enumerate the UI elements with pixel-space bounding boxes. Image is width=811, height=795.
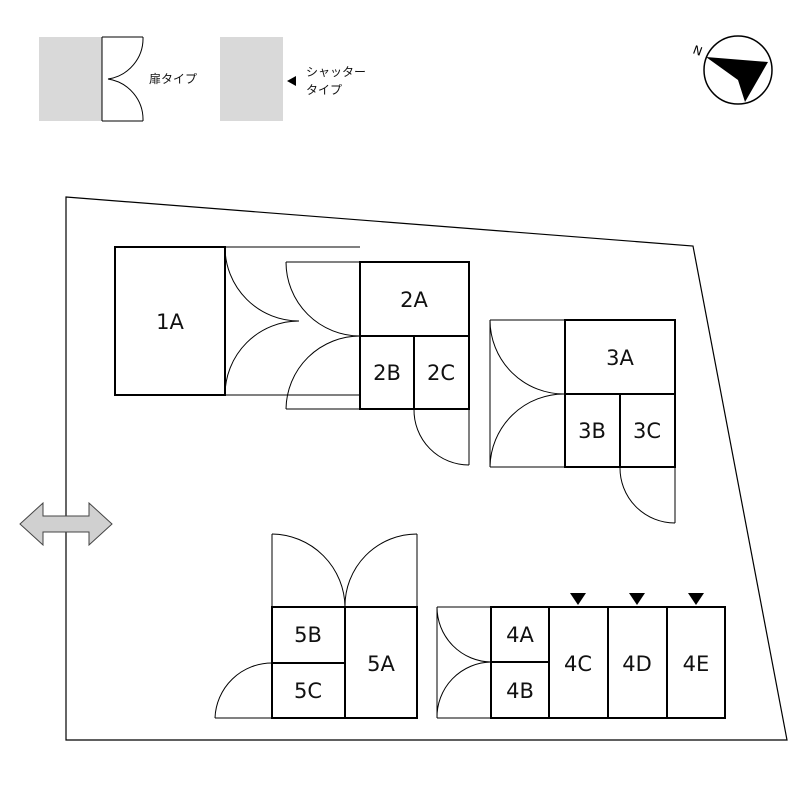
door-type-swatch bbox=[39, 37, 102, 121]
unit-4B[interactable] bbox=[490, 661, 550, 719]
unit-2A[interactable] bbox=[359, 261, 470, 337]
unit-4E[interactable] bbox=[666, 606, 726, 719]
unit-label-4E: 4E bbox=[683, 652, 710, 676]
legend: 扉タイプ シャッター タイプ bbox=[39, 36, 366, 122]
site-boundary bbox=[65, 196, 788, 741]
shutter-type-swatch bbox=[220, 37, 283, 121]
unit-2C[interactable] bbox=[413, 335, 470, 410]
unit-5C[interactable] bbox=[271, 662, 346, 719]
unit-3C[interactable] bbox=[619, 393, 676, 468]
unit-boxes bbox=[114, 246, 726, 719]
unit-label-2A: 2A bbox=[400, 288, 428, 312]
north-arrow-icon bbox=[706, 57, 768, 102]
unit-label-3A: 3A bbox=[606, 346, 634, 370]
unit-label-2C: 2C bbox=[427, 361, 455, 385]
unit-label-5C: 5C bbox=[294, 679, 322, 703]
unit-1A[interactable] bbox=[114, 246, 226, 396]
unit-2B[interactable] bbox=[359, 335, 415, 410]
unit-labels: 1A 2A 2B 2C 3A 3B 3C 5B 5C 5A 4A 4B 4C 4… bbox=[156, 288, 709, 703]
unit-label-4C: 4C bbox=[564, 652, 592, 676]
unit-label-2B: 2B bbox=[373, 361, 401, 385]
north-label: N bbox=[691, 43, 704, 59]
unit-label-3B: 3B bbox=[578, 419, 606, 443]
door-type-label: 扉タイプ bbox=[149, 72, 197, 86]
shutter-type-label-line1: シャッター bbox=[306, 65, 366, 79]
unit-label-5A: 5A bbox=[367, 652, 395, 676]
entrance-arrow-icon bbox=[19, 501, 113, 547]
shutter-type-label-line2: タイプ bbox=[306, 83, 342, 97]
compass: N bbox=[691, 35, 773, 105]
unit-label-1A: 1A bbox=[156, 310, 184, 334]
shutter-marker-4C-icon bbox=[570, 593, 586, 605]
shutter-marker-4E-icon bbox=[688, 593, 704, 605]
unit-4A[interactable] bbox=[490, 606, 550, 663]
door-type-door-icon bbox=[101, 36, 144, 122]
unit-label-3C: 3C bbox=[633, 419, 661, 443]
unit-label-4B: 4B bbox=[506, 679, 534, 703]
unit-4D[interactable] bbox=[607, 606, 668, 719]
door-swings bbox=[214, 246, 676, 719]
unit-3A[interactable] bbox=[564, 319, 676, 395]
shutter-marker-4D-icon bbox=[629, 593, 645, 605]
unit-label-4A: 4A bbox=[506, 623, 534, 647]
shutter-marker-icon bbox=[287, 76, 296, 86]
unit-5A[interactable] bbox=[344, 606, 418, 719]
unit-label-5B: 5B bbox=[294, 623, 322, 647]
shutter-markers bbox=[570, 593, 704, 605]
unit-label-4D: 4D bbox=[622, 652, 652, 676]
